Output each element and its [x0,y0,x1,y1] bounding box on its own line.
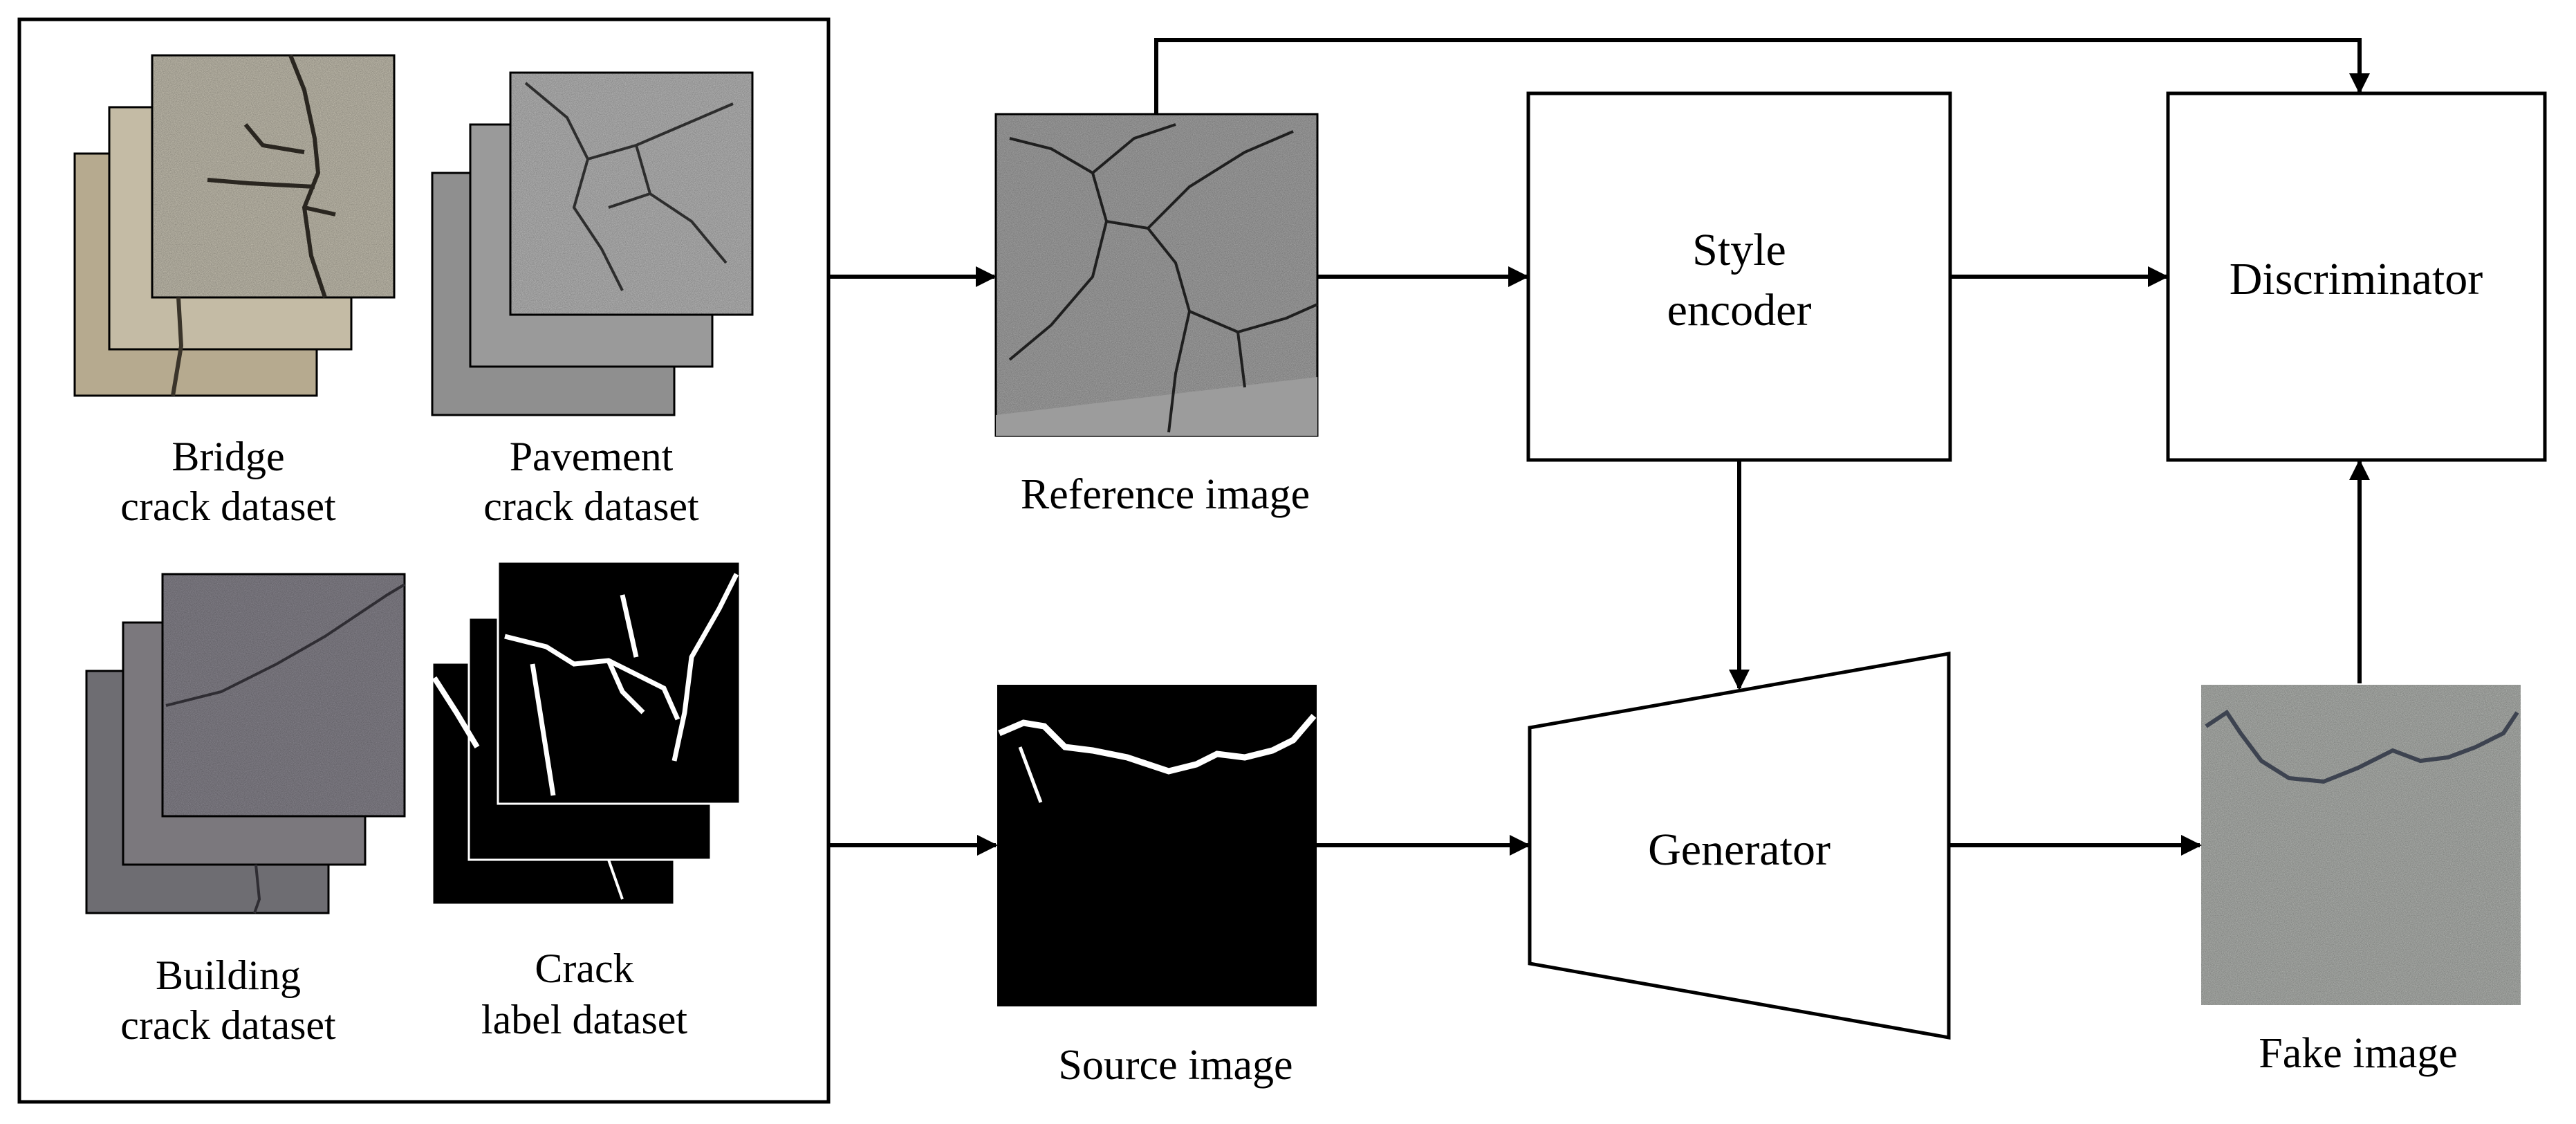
generator-block [1528,652,1951,1040]
pavement-dataset-images [431,71,754,416]
fake-image-caption: Fake image [2259,1030,2458,1077]
building-dataset-images [85,573,406,914]
reference-image [994,113,1319,437]
bridge-caption-line1: Bridge [172,434,284,479]
building-caption-line2: crack dataset [120,1002,336,1048]
label-caption-line2: label dataset [481,997,688,1042]
crack-label-dataset-images [431,560,741,906]
arrow-reference-to-discriminator [1154,38,2370,114]
reference-image-caption: Reference image [1021,471,1310,518]
discriminator-block [2166,91,2547,462]
style-encoder-block [1526,91,1952,462]
generator-label: Generator [1648,824,1831,875]
fake-image [2201,685,2521,1005]
building-caption-line1: Building [156,952,301,998]
pavement-caption-line2: crack dataset [483,483,699,529]
source-image [997,685,1317,1006]
discriminator-label: Discriminator [2230,254,2483,304]
bridge-dataset-images [73,54,396,397]
bridge-caption-line2: crack dataset [120,483,336,529]
label-caption-line1: Crack [535,946,633,991]
pavement-caption-line1: Pavement [510,434,674,479]
style-encoder-label-line1: Style [1692,225,1786,275]
source-image-caption: Source image [1058,1042,1292,1089]
style-encoder-label-line2: encoder [1667,285,1812,335]
